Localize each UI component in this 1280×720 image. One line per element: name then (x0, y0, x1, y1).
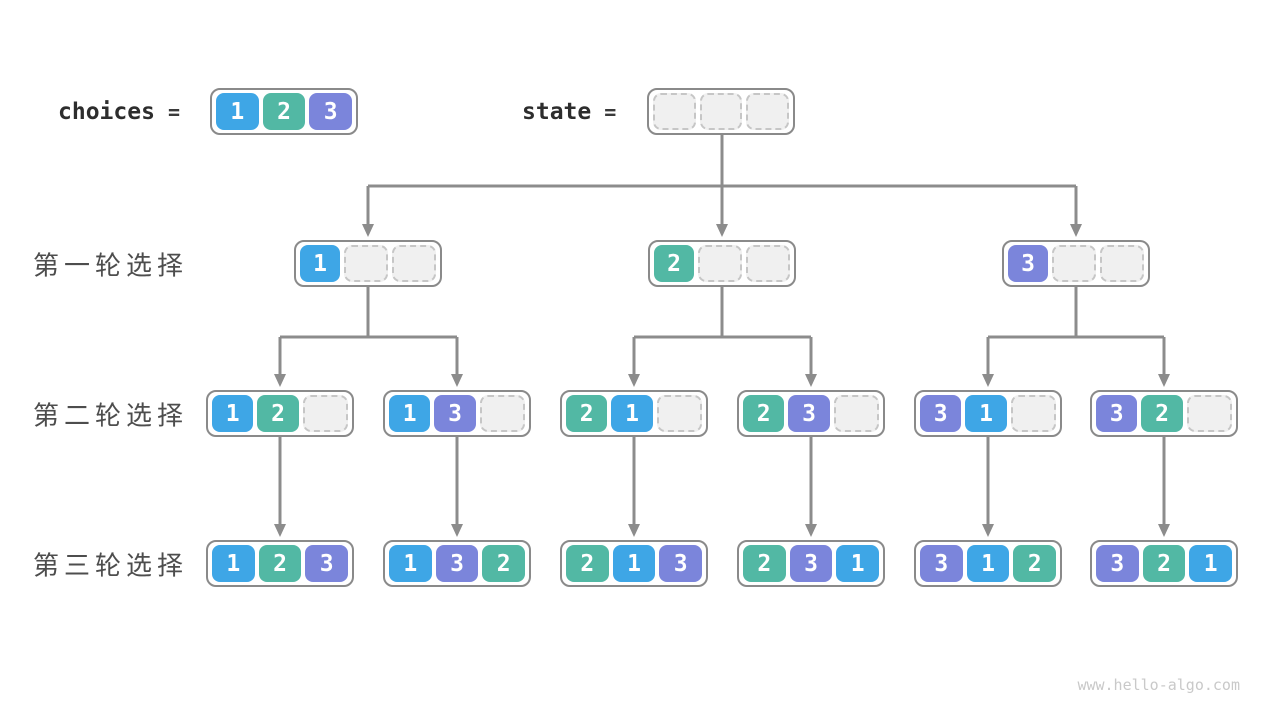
empty-slot (653, 93, 696, 130)
choice-cell-1: 1 (965, 395, 1007, 432)
choice-cell-1: 1 (389, 545, 432, 582)
choice-cell-3: 3 (1096, 395, 1138, 432)
empty-slot (1186, 395, 1232, 432)
empty-slot (302, 395, 348, 432)
round-3-label: 第三轮选择 (33, 551, 189, 581)
choice-cell-1: 1 (216, 93, 259, 130)
choice-cell-2: 2 (262, 93, 306, 130)
choice-cell-1: 1 (212, 395, 254, 432)
choice-cell-2: 2 (257, 395, 299, 432)
watermark: www.hello-algo.com (1077, 676, 1240, 694)
choice-cell-2: 2 (482, 545, 526, 582)
choice-cell-3: 3 (1008, 245, 1048, 282)
choice-cell-1: 1 (1189, 545, 1233, 582)
choice-cell-3: 3 (788, 395, 830, 432)
state-label-group: state = (522, 88, 616, 135)
empty-slot (1010, 395, 1056, 432)
choice-cell-3: 3 (305, 545, 349, 582)
choice-cell-2: 2 (1013, 545, 1057, 582)
empty-slot (1052, 245, 1096, 282)
choice-cell-1: 1 (389, 395, 431, 432)
empty-slot (746, 93, 790, 130)
choice-cell-2: 2 (743, 395, 785, 432)
empty-slot (656, 395, 702, 432)
choice-cell-1: 1 (612, 545, 656, 582)
choice-cell-3: 3 (659, 545, 703, 582)
choices-label-group: choices = (58, 88, 180, 135)
choice-cell-3: 3 (435, 545, 479, 582)
choice-cell-3: 3 (920, 545, 963, 582)
empty-slot (746, 245, 790, 282)
state-node: 3 (1002, 240, 1150, 287)
state-array-box (647, 88, 795, 135)
choice-cell-1: 1 (300, 245, 340, 282)
choice-cell-1: 1 (836, 545, 880, 582)
choice-cell-2: 2 (743, 545, 786, 582)
choice-cell-3: 3 (789, 545, 833, 582)
state-node: 1 (294, 240, 442, 287)
choice-cell-2: 2 (1142, 545, 1186, 582)
choice-cell-2: 2 (566, 395, 608, 432)
choice-cell-2: 2 (566, 545, 609, 582)
choice-cell-2: 2 (1141, 395, 1183, 432)
choices-equals-sign: = (167, 99, 180, 124)
state-equals-sign: = (604, 99, 617, 124)
state-node: 2 (648, 240, 796, 287)
empty-slot (479, 395, 525, 432)
choice-cell-1: 1 (966, 545, 1010, 582)
empty-slot (344, 245, 388, 282)
choice-cell-3: 3 (920, 395, 962, 432)
empty-slot (698, 245, 742, 282)
choice-cell-3: 3 (1096, 545, 1139, 582)
choice-cell-2: 2 (258, 545, 302, 582)
empty-slot (1100, 245, 1144, 282)
choice-cell-3: 3 (434, 395, 476, 432)
choices-label: choices (58, 98, 155, 125)
empty-slot (392, 245, 436, 282)
choice-cell-2: 2 (654, 245, 694, 282)
choice-cell-1: 1 (611, 395, 653, 432)
state-label: state (522, 98, 592, 125)
empty-slot (833, 395, 879, 432)
round-2-label: 第二轮选择 (33, 401, 189, 431)
empty-slot (699, 93, 743, 130)
round-1-label: 第一轮选择 (33, 251, 189, 281)
choice-cell-3: 3 (309, 93, 353, 130)
choice-cell-1: 1 (212, 545, 255, 582)
